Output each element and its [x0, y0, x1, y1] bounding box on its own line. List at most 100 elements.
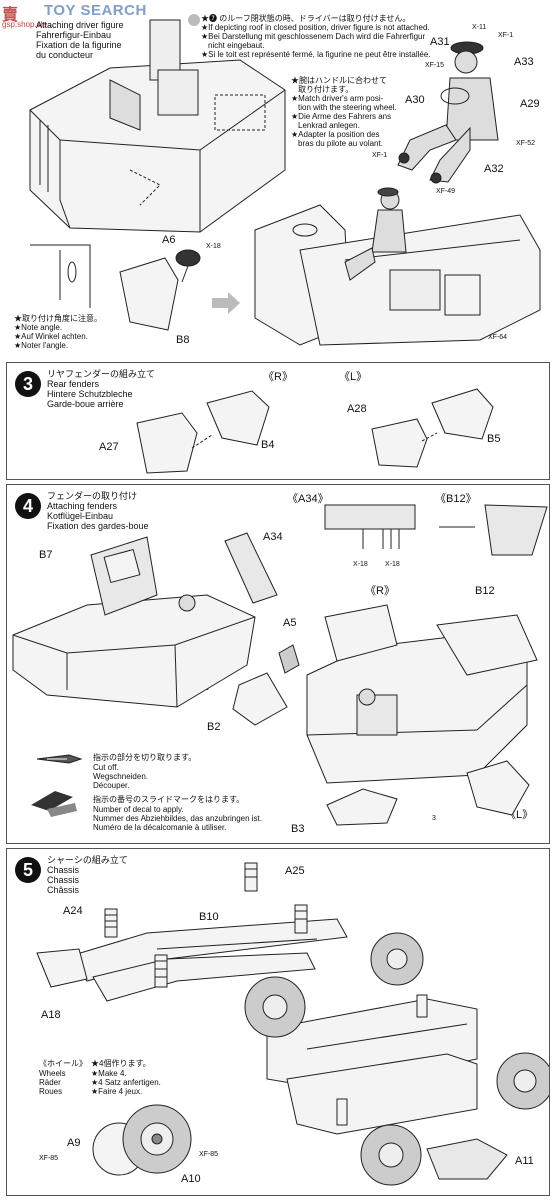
variant-r-label-4: 《R》	[365, 585, 395, 597]
step-top-line-3: Fixation de la figurine	[36, 40, 122, 50]
paint-label-xf15: XF-15	[425, 62, 445, 69]
decal-note-2: Number of decal to apply.	[93, 805, 184, 814]
make-note-3: ★4 Satz anfertigen.	[91, 1078, 161, 1087]
paint-label-xf1-b: XF-1	[372, 152, 388, 159]
paint-label-x18: X-18	[206, 243, 221, 250]
wheels-note-1: 《ホイール》	[39, 1059, 87, 1068]
step-4-panel: 4 フェンダーの取り付け Attaching fenders Kotflügel…	[6, 484, 550, 844]
roof-note-2: ★If depicting roof in closed position, d…	[201, 23, 430, 32]
decal-icon	[31, 791, 77, 817]
watermark-url: gsp.shop.sle...	[2, 20, 54, 29]
step-5-number: 5	[15, 857, 41, 883]
cut-note-3: Wegschneiden.	[93, 772, 148, 781]
part-label-a5: A5	[283, 617, 297, 629]
knife-icon	[36, 754, 83, 764]
part-label-a28: A28	[347, 403, 367, 415]
arm-note-7: ★Adapter la position des	[291, 130, 380, 139]
step-3-panel: 3 リヤフェンダーの組み立て Rear fenders Hintere Schu…	[6, 362, 550, 480]
step-top-line-2: Fahrerfigur-Einbau	[36, 30, 112, 40]
angle-note-3: ★Auf Winkel achten.	[14, 332, 88, 341]
roof-note-4: nicht eingebaut.	[208, 41, 265, 50]
part-label-b8: B8	[176, 334, 190, 346]
step-3-title-en: Rear fenders	[47, 379, 100, 389]
watermark-brand: TOY SEARCH	[44, 2, 147, 19]
step-top: Attaching driver figure Fahrerfigur-Einb…	[0, 0, 555, 362]
watermark-glyph: 賣	[2, 7, 19, 24]
variant-r-label: 《R》	[263, 371, 293, 383]
part-label-a33: A33	[514, 56, 534, 68]
make-note-2: ★Make 4.	[91, 1069, 127, 1078]
arm-note-3: ★Match driver's arm posi-	[291, 94, 384, 103]
wheels-note-4: Roues	[39, 1087, 63, 1096]
fenders-drawing	[12, 504, 548, 826]
part-label-a29: A29	[520, 98, 540, 110]
wheels-note-2: Wheels	[39, 1069, 66, 1078]
step-top-line-4: du conducteur	[36, 50, 94, 60]
arm-note-8: bras du pilote au volant.	[298, 139, 383, 148]
rear-fenders-drawing	[136, 388, 494, 474]
make-note-1: ★4個作ります。	[91, 1059, 151, 1068]
paint-label-x18-a: X-18	[353, 561, 368, 568]
cut-note-4: Découper.	[93, 781, 130, 790]
part-label-a24: A24	[63, 905, 83, 917]
part-label-b10: B10	[199, 911, 219, 923]
angle-note-2: ★Note angle.	[14, 323, 63, 332]
part-label-a30: A30	[405, 94, 425, 106]
angle-note-1: ★取り付け角度に注意。	[14, 314, 102, 323]
roof-note-marker	[188, 14, 200, 26]
part-label-a9: A9	[67, 1137, 81, 1149]
paint-label-xf64: XF-64	[488, 334, 508, 341]
part-label-b5: B5	[487, 433, 501, 445]
paint-label-x11: X-11	[472, 24, 487, 31]
arm-note-2: 取り付けます。	[298, 85, 354, 94]
paint-label-xf1-a: XF-1	[498, 32, 514, 39]
step-5-title-jp: シャーシの組み立て	[47, 855, 128, 865]
step-5-title-fr: Châssis	[47, 885, 80, 895]
step-4-title-de: Kotflügel-Einbau	[47, 511, 114, 521]
part-label-b12: B12	[475, 585, 495, 597]
part-label-a32: A32	[484, 163, 504, 175]
part-label-a34: A34	[263, 531, 283, 543]
variant-b12-label: 《B12》	[435, 493, 477, 505]
arm-note-4: tion with the steering wheel.	[298, 103, 397, 112]
step-3-title-de: Hintere Schutzbleche	[47, 389, 133, 399]
angle-note-4: ★Noter l'angle.	[14, 341, 69, 350]
cut-note-1: 指示の部分を切り取ります。	[93, 753, 197, 762]
step-5-title-de: Chassis	[47, 875, 80, 885]
roof-note-3: ★Bei Darstellung mit geschlossenem Dach …	[201, 32, 426, 41]
part-label-a25: A25	[285, 865, 305, 877]
part-label-a31: A31	[430, 36, 450, 48]
step-4-number: 4	[15, 493, 41, 519]
part-label-b3: B3	[291, 823, 305, 835]
part-label-b7: B7	[39, 549, 53, 561]
paint-label-x18-b: X-18	[385, 561, 400, 568]
step-4-title-fr: Fixation des gardes-boue	[47, 521, 149, 531]
step-5-panel: 5 シャーシの組み立て Chassis Chassis Châssis A25 …	[6, 848, 550, 1196]
chassis-drawing	[36, 862, 549, 1186]
wheels-note-3: Räder	[39, 1078, 61, 1087]
step-5-title-en: Chassis	[47, 865, 80, 875]
step-3-title-fr: Garde-boue arrière	[47, 399, 124, 409]
arm-note-6: Lenkrad anlegen.	[298, 121, 360, 130]
part-label-a11: A11	[515, 1155, 534, 1167]
step-3-title-jp: リヤフェンダーの組み立て	[47, 369, 156, 379]
make-note-4: ★Faire 4 jeux.	[91, 1087, 143, 1096]
hull-drawing-top	[29, 19, 541, 346]
cut-note-2: Cut off.	[93, 763, 119, 772]
part-label-a18: A18	[41, 1009, 61, 1021]
step-3-number: 3	[15, 371, 41, 397]
variant-l-label: 《L》	[339, 371, 368, 383]
paint-label-xf49: XF-49	[436, 188, 456, 195]
roof-note-5: ★Si le toit est représenté fermé, la fig…	[201, 50, 431, 59]
step-top-line-1: Attaching driver figure	[36, 20, 124, 30]
part-label-a6: A6	[162, 234, 176, 246]
arm-note-5: ★Die Arme des Fahrers ans	[291, 112, 392, 121]
step-4-title-jp: フェンダーの取り付け	[47, 491, 138, 501]
arm-note-1: ★腕はハンドルに合わせて	[291, 76, 387, 85]
roof-note-1: ★❼ のルーフ閉状態の時、ドライバーは取り付けません。	[201, 14, 411, 23]
paint-label-xf85-b: XF-85	[199, 1151, 219, 1158]
part-label-b4: B4	[261, 439, 275, 451]
part-label-b2: B2	[207, 721, 221, 733]
variant-a34-label: 《A34》	[287, 493, 329, 505]
part-label-a27: A27	[99, 441, 119, 453]
